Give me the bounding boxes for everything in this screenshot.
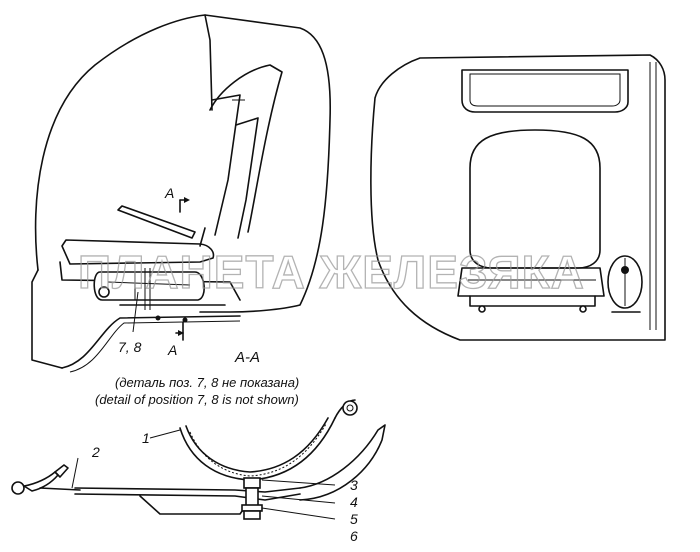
- section-arrow-lower: A: [167, 321, 184, 358]
- callout-7-8-leader: [132, 291, 139, 333]
- section-a-a-view: [370, 54, 666, 341]
- section-arrow-upper: A: [164, 185, 190, 213]
- part-3-label: 3: [350, 477, 358, 493]
- part-3-leader: [261, 479, 336, 486]
- fire-extinguisher: [93, 268, 205, 310]
- section-arrow-upper-label: A: [164, 185, 174, 201]
- note-english: (detail of position 7, 8 is not shown): [95, 392, 299, 407]
- extinguisher-section: [607, 255, 643, 313]
- section-title: A-A: [234, 349, 260, 366]
- part-4-label: 4: [350, 494, 358, 510]
- part-6-label: 6: [350, 528, 358, 544]
- part-1-label: 1: [142, 430, 150, 446]
- callout-7-8-label: 7, 8: [118, 339, 142, 355]
- part-2-leader: [71, 457, 79, 489]
- part-5-leader: [261, 507, 336, 520]
- part-1-leader: [149, 429, 181, 439]
- part-2-label: 2: [91, 444, 100, 460]
- part-5-label: 5: [350, 511, 358, 527]
- note-russian: (деталь поз. 7, 8 не показана): [115, 375, 299, 390]
- part-4-leader: [261, 495, 336, 504]
- section-arrow-lower-label: A: [167, 342, 177, 358]
- watermark: ПЛАНЕТА ЖЕЛЕЗЯКА: [78, 246, 585, 298]
- bracket-detail: [11, 399, 386, 520]
- cab-side-view: A A 7, 8: [31, 14, 332, 373]
